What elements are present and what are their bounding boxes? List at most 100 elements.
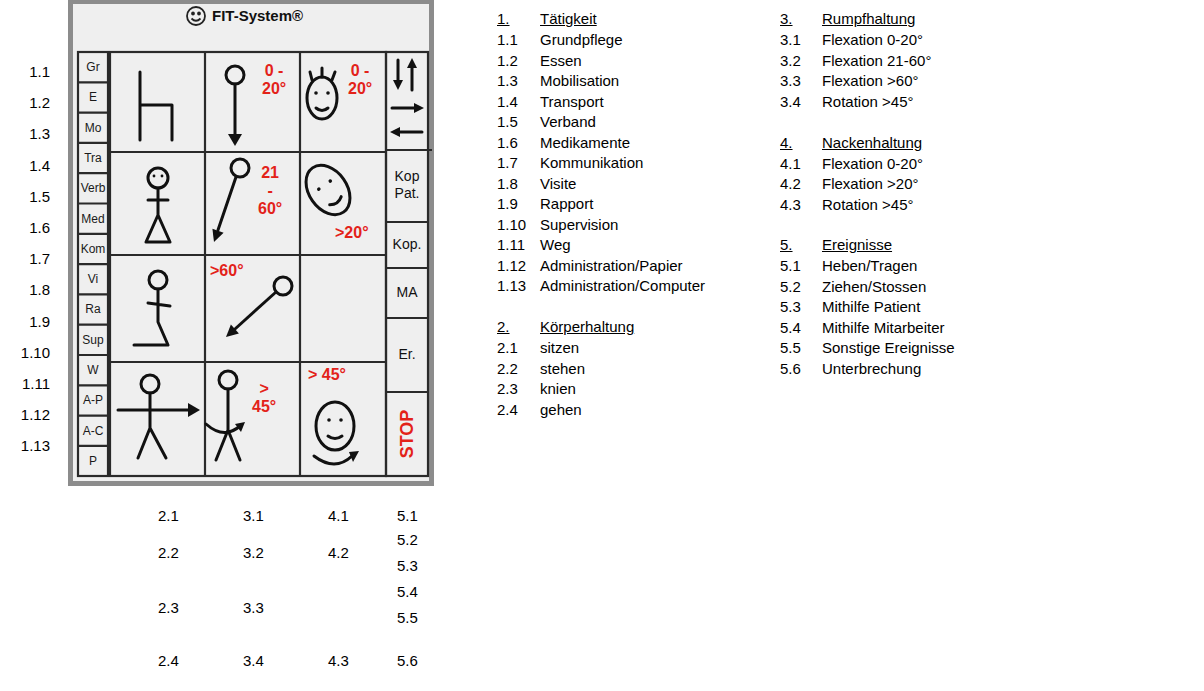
column-number: 5.3: [397, 557, 418, 575]
code-text: Mithilfe Patient: [822, 298, 920, 316]
code-number: 3.4: [780, 93, 801, 111]
code-number: 2.4: [497, 401, 518, 419]
code-text: Unterbrechung: [822, 360, 921, 378]
angle-label: > 45°: [252, 380, 276, 416]
category-heading: Nackenhaltung: [822, 134, 922, 152]
column-number: 2.3: [158, 599, 179, 617]
code-text: Weg: [540, 236, 571, 254]
code-number: 4.2: [780, 175, 801, 193]
code-text: Rotation >45°: [822, 196, 913, 214]
activity-abbreviation: Verb: [78, 180, 108, 196]
code-number: 1.10: [497, 216, 526, 234]
category-number: 3.: [780, 10, 793, 28]
column-number: 2.4: [158, 652, 179, 670]
code-number: 1.1: [497, 31, 518, 49]
activity-abbreviation: P: [78, 453, 108, 469]
code-text: gehen: [540, 401, 582, 419]
angle-label: >60°: [210, 262, 244, 280]
code-text: Flexation 21-60°: [822, 52, 931, 70]
code-number: 1.5: [497, 113, 518, 131]
logo-smiley: [187, 7, 205, 25]
code-number: 4.1: [780, 155, 801, 173]
activity-abbreviation: W: [78, 362, 108, 378]
code-text: Kommunikation: [540, 154, 643, 172]
marker-label: Kop Pat.: [387, 168, 427, 202]
row-number: 1.13: [4, 437, 50, 455]
code-text: Flexation >20°: [822, 175, 918, 193]
code-text: Mithilfe Mitarbeiter: [822, 319, 945, 337]
row-number: 1.12: [4, 406, 50, 424]
column-number: 5.1: [397, 507, 418, 525]
code-number: 2.1: [497, 339, 518, 357]
activity-abbreviation: Kom: [78, 241, 108, 257]
code-text: Essen: [540, 52, 582, 70]
activity-abbreviation: Tra: [78, 150, 108, 166]
angle-label: >20°: [335, 224, 369, 242]
code-number: 1.7: [497, 154, 518, 172]
code-text: Transport: [540, 93, 604, 111]
angle-label: 21 - 60°: [258, 164, 282, 218]
row-number: 1.7: [4, 250, 50, 268]
code-text: Heben/Tragen: [822, 257, 917, 275]
code-number: 3.3: [780, 72, 801, 90]
code-text: Sonstige Ereignisse: [822, 339, 955, 357]
row-number: 1.4: [4, 157, 50, 175]
marker-label: MA: [387, 284, 427, 301]
code-text: Ziehen/Stossen: [822, 278, 926, 296]
row-number: 1.5: [4, 188, 50, 206]
code-number: 1.11: [497, 236, 525, 254]
code-number: 1.4: [497, 93, 518, 111]
code-text: Verband: [540, 113, 596, 131]
angle-label: 0 - 20°: [262, 62, 286, 98]
fit-card: FIT-System®: [70, 3, 432, 483]
code-text: Flexation >60°: [822, 72, 918, 90]
code-number: 1.13: [497, 277, 526, 295]
activity-abbreviation: Mo: [78, 120, 108, 136]
marker-label: Er.: [387, 346, 427, 363]
category-heading: Ereignisse: [822, 236, 892, 254]
column-number: 5.4: [397, 583, 418, 601]
activity-abbreviation: Vi: [78, 271, 108, 287]
code-number: 2.2: [497, 360, 518, 378]
activity-abbreviation: Sup: [78, 332, 108, 348]
category-number: 5.: [780, 236, 793, 254]
code-number: 1.9: [497, 195, 518, 213]
posture-icons: [118, 60, 422, 464]
code-text: Medikamente: [540, 134, 630, 152]
row-number: 1.10: [4, 344, 50, 362]
code-number: 1.8: [497, 175, 518, 193]
code-number: 3.2: [780, 52, 801, 70]
column-number: 2.2: [158, 544, 179, 562]
column-number: 5.2: [397, 531, 418, 549]
row-number: 1.6: [4, 219, 50, 237]
column-number: 2.1: [158, 507, 179, 525]
code-text: Administration/Computer: [540, 277, 705, 295]
activity-abbreviation: A-P: [78, 392, 108, 408]
code-number: 1.6: [497, 134, 518, 152]
row-number: 1.9: [4, 313, 50, 331]
code-number: 5.3: [780, 298, 801, 316]
icon-details: [153, 58, 424, 462]
angle-label: 0 - 20°: [348, 62, 372, 98]
category-number: 2.: [497, 318, 510, 336]
code-text: Rapport: [540, 195, 593, 213]
row-number: 1.8: [4, 281, 50, 299]
activity-abbreviation: A-C: [78, 423, 108, 439]
code-number: 1.3: [497, 72, 518, 90]
code-text: sitzen: [540, 339, 579, 357]
code-number: 5.4: [780, 319, 801, 337]
code-text: Flexation 0-20°: [822, 155, 923, 173]
row-number: 1.1: [4, 63, 50, 81]
stop-marker: STOP: [397, 399, 417, 469]
category-heading: Rumpfhaltung: [822, 10, 915, 28]
activity-abbreviation: Ra: [78, 301, 108, 317]
card-grid: [78, 52, 432, 476]
column-number: 4.1: [328, 507, 349, 525]
code-number: 3.1: [780, 31, 801, 49]
column-number: 3.1: [243, 507, 264, 525]
code-number: 5.1: [780, 257, 801, 275]
row-number: 1.2: [4, 94, 50, 112]
column-number: 3.3: [243, 599, 264, 617]
code-number: 4.3: [780, 196, 801, 214]
code-text: Supervision: [540, 216, 618, 234]
